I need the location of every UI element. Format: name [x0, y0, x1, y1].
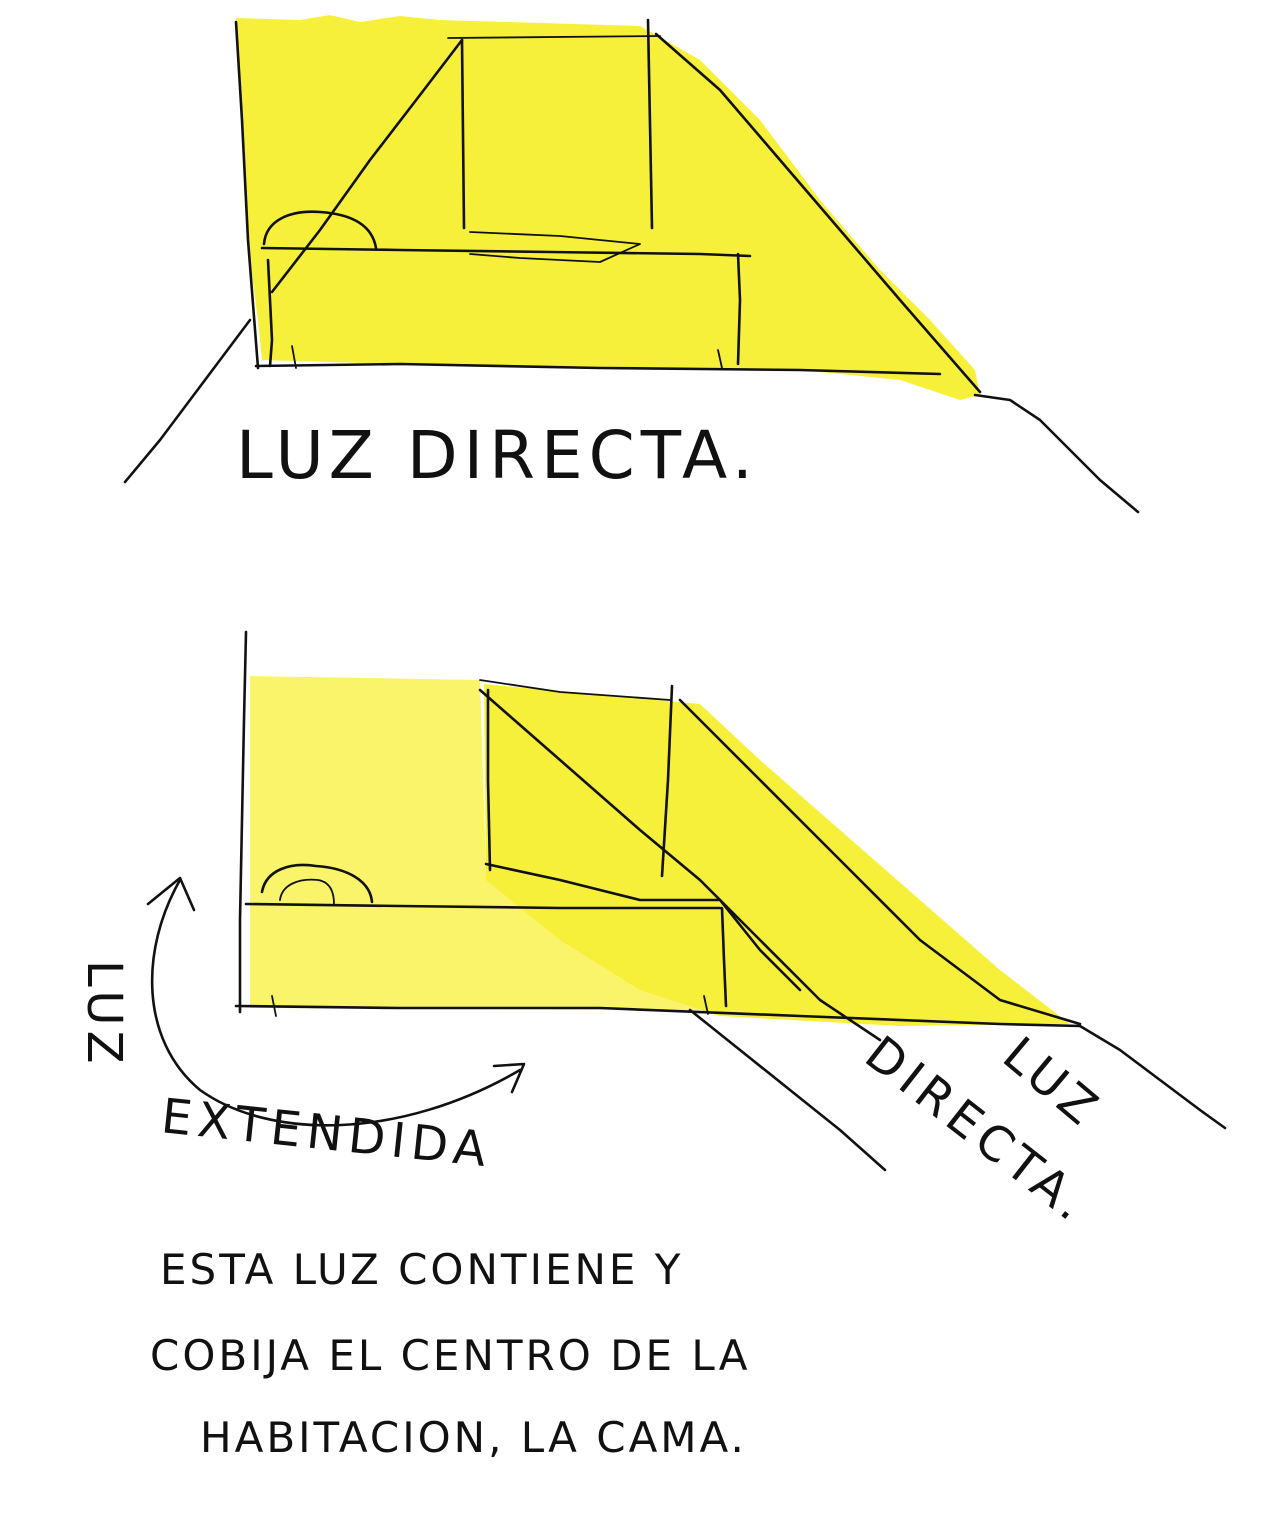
note-line-1: ESTA LUZ CONTIENE Y [160, 1245, 683, 1294]
floor-line-top [254, 362, 942, 376]
bed-leg-left-bottom [271, 995, 277, 1017]
sun-ray-lower [678, 698, 1082, 1026]
window-head-bottom [479, 679, 671, 701]
window-mullion-1 [460, 38, 466, 230]
pillow [262, 210, 378, 250]
pillow-bottom [260, 863, 374, 904]
direct-light-wash-bottom [484, 684, 1070, 1026]
extended-light-arrow [150, 878, 522, 1127]
sun-ray-floor [484, 862, 802, 992]
ground-right-top [973, 393, 1140, 514]
window-jamb [486, 688, 492, 872]
extended-light-label-luz: LUZ [76, 960, 132, 1070]
bed-sheet-line [469, 231, 641, 263]
bed-leg-left [291, 345, 297, 369]
bed-leg-right-bottom [703, 995, 709, 1015]
floor-line-bottom [234, 1004, 1082, 1028]
direct-light-label: LUZ DIRECTA. [236, 417, 759, 494]
handwritten-note: ESTA LUZ CONTIENE Y COBIJA EL CENTRO DE … [150, 1245, 750, 1462]
bed-head [266, 258, 274, 368]
extended-light-label-extendida: EXTENDIDA [159, 1088, 495, 1178]
note-line-2: COBIJA EL CENTRO DE LA [150, 1331, 750, 1380]
wall-left-top [234, 20, 260, 370]
ground-right-bottom [1078, 1024, 1227, 1130]
light-ray-left [270, 38, 464, 294]
note-line-3: HABITACION, LA CAMA. [200, 1413, 747, 1462]
ground-left-top [123, 318, 252, 484]
window-mullion-2 [646, 18, 654, 230]
window-head [447, 35, 661, 39]
sketch-direct-light: LUZ DIRECTA. [123, 15, 1140, 514]
arrow-head-top [146, 876, 196, 912]
bed-top-edge [260, 246, 752, 258]
wall-left-bottom [238, 630, 248, 1014]
light-ray-right [654, 32, 982, 394]
window-mullion-bottom [660, 684, 674, 878]
pillow-inner [279, 878, 335, 905]
direct-light-wash [236, 15, 980, 400]
bed-top-edge-bottom [244, 902, 722, 910]
ground-diagonal-bottom [688, 1008, 887, 1172]
sketch-extended-light: LUZ EXTENDIDA LUZ DIRECTA. [76, 630, 1227, 1235]
arrow-head-bottom [492, 1062, 526, 1094]
bed-foot-bottom [720, 906, 728, 1008]
extended-light-wash [250, 676, 700, 1010]
bed-leg-right [717, 349, 723, 369]
sun-ray-diagonal [478, 688, 882, 1042]
bed-foot [736, 252, 742, 366]
